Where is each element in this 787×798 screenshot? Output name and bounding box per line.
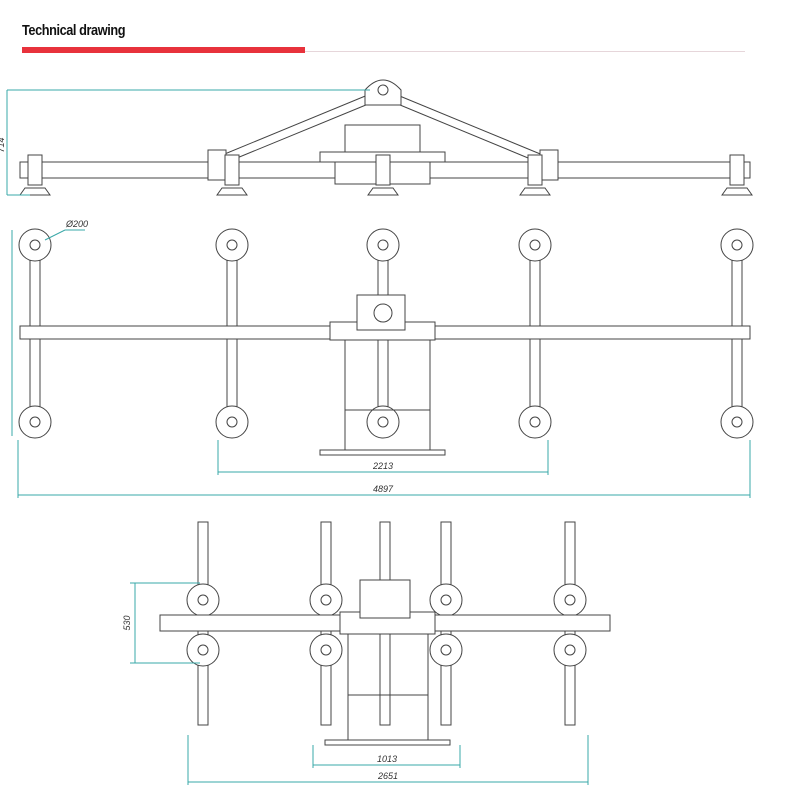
section-title: Technical drawing (22, 22, 126, 39)
suction-cup-center (29, 239, 41, 251)
suction-cup-center (731, 239, 743, 251)
suction-cup (309, 583, 343, 617)
side-view: 714 (0, 79, 753, 196)
suction-cup (215, 405, 249, 439)
folded-control-box (359, 579, 411, 619)
suction-cup (518, 405, 552, 439)
side-foot-post (527, 154, 543, 186)
suction-cup (366, 228, 400, 262)
folded-inner-width-label: 1013 (377, 754, 397, 764)
suction-cup-center (564, 644, 576, 656)
suction-cup (366, 405, 400, 439)
suction-cup-center (529, 416, 541, 428)
suction-cup-center (377, 416, 389, 428)
suction-cup-center (529, 239, 541, 251)
folded-view: 530 1013 2651 (122, 521, 611, 785)
suction-cup-side (216, 187, 248, 196)
suction-cup-center (440, 594, 452, 606)
suction-cup (186, 633, 220, 667)
side-foot-post (375, 154, 391, 186)
suction-cup-center (226, 239, 238, 251)
top-view: Ø200 2213 4897 (11, 219, 754, 498)
suction-cup-center (226, 416, 238, 428)
suction-cup-center (29, 416, 41, 428)
inner-width-label: 2213 (372, 461, 393, 471)
title-divider (305, 51, 745, 52)
suction-cup-side (367, 187, 399, 196)
suction-cup (553, 633, 587, 667)
suction-cup (553, 583, 587, 617)
suction-cup (186, 583, 220, 617)
suction-cup-center (564, 594, 576, 606)
suction-cup-center (320, 594, 332, 606)
cup-diameter-label: Ø200 (65, 219, 88, 229)
suction-cup (18, 405, 52, 439)
side-foot-post (729, 154, 745, 186)
suction-cup-center (320, 644, 332, 656)
suction-cup (720, 405, 754, 439)
suction-cup-side (519, 187, 551, 196)
suction-cup (720, 228, 754, 262)
suction-cup-center (731, 416, 743, 428)
side-foot-post (224, 154, 240, 186)
suction-cup-center (377, 239, 389, 251)
side-foot-post (27, 154, 43, 186)
cup-spacing-label: 530 (122, 615, 132, 630)
suction-cup (18, 228, 52, 262)
suction-cup-center (197, 644, 209, 656)
lifting-eye (364, 79, 402, 106)
top-control-box (356, 294, 406, 331)
suction-cup (309, 633, 343, 667)
suction-cup-center (197, 594, 209, 606)
side-control-box (344, 124, 421, 156)
folded-overall-width-label: 2651 (377, 771, 398, 781)
suction-cup (215, 228, 249, 262)
folded-handle-bar (324, 739, 451, 746)
suction-cup (518, 228, 552, 262)
suction-cup-side (721, 187, 753, 196)
suction-cup-side (19, 187, 51, 196)
suction-cup (429, 583, 463, 617)
suction-cup (429, 633, 463, 667)
title-accent-bar (22, 47, 305, 53)
height-dim-label: 714 (0, 137, 6, 152)
handle-bar (319, 449, 446, 456)
overall-width-label: 4897 (373, 484, 394, 494)
suction-cup-center (440, 644, 452, 656)
